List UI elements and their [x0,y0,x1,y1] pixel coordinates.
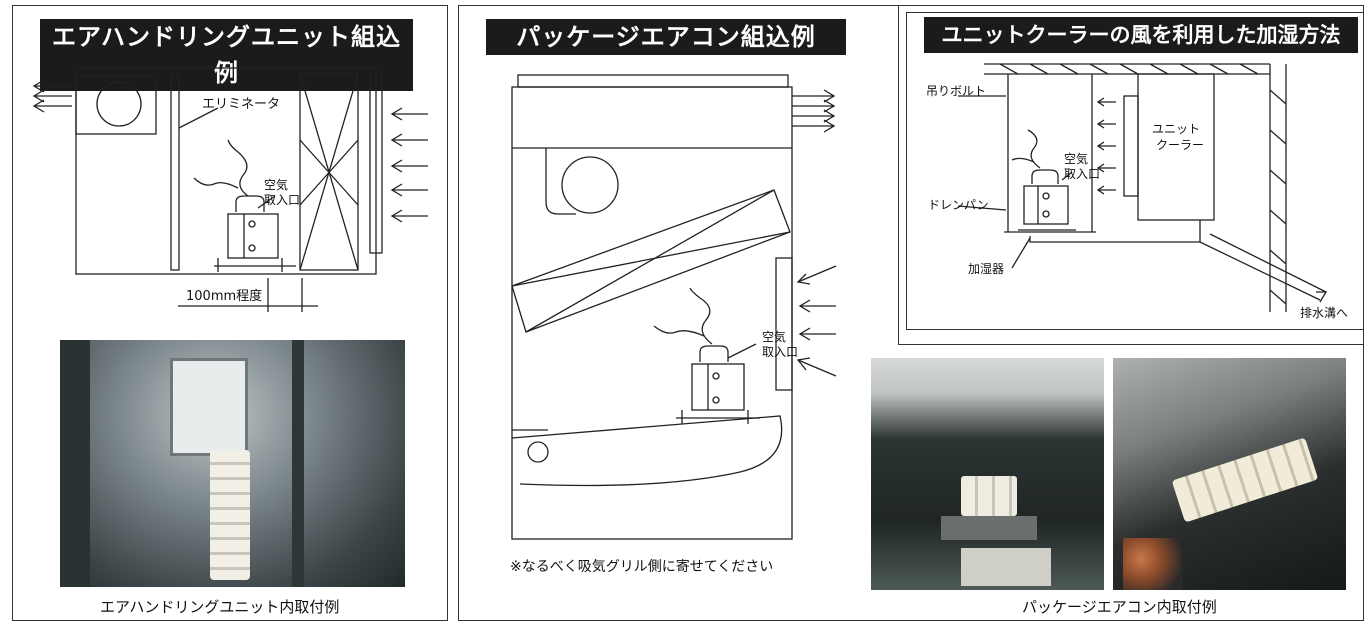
uc-air-intake-label-2: 取入口 [1064,167,1101,181]
ahu-photo-window [170,358,248,456]
humidifier-label: 加湿器 [968,262,1005,276]
ahu-air-intake-label-1: 空気 [264,178,289,192]
drain-pan-label: ドレンパン [928,198,989,212]
package-note: ※なるべく吸気グリル側に寄せてください [510,559,774,575]
package-photo-right-humidifier [1171,437,1319,523]
ahu-photo-humidifier [210,450,250,580]
package-air-intake-label-1: 空気 [762,330,787,344]
package-photo-left [871,358,1104,590]
package-photo-right-pipes [1123,538,1183,590]
ahu-photo [60,340,405,587]
unit-cooler-title: ユニットクーラーの風を利用した加湿方法 [924,17,1358,53]
ahu-photo-right-wall [292,340,304,587]
package-title: パッケージエアコン組込例 [486,19,846,55]
package-photo-left-humidifier [961,476,1017,516]
ahu-air-intake-label-2: 取入口 [264,193,301,207]
eliminator-label: エリミネータ [202,97,281,112]
hanging-bolt-label: 吊りボルト [926,84,987,98]
package-photo-left-base [941,516,1037,540]
ahu-title: エアハンドリングユニット組込例 [40,19,413,91]
unit-cooler-inner-panel [906,12,1364,330]
unit-cooler-label-2: クーラー [1156,138,1205,152]
package-air-intake-label-2: 取入口 [762,345,799,359]
dimension-label: 100mm程度 [186,289,263,304]
package-photo-left-label [961,548,1051,586]
unit-cooler-label-1: ユニット [1152,122,1201,136]
ahu-photo-frame [60,340,90,587]
package-photo-right [1113,358,1346,590]
ahu-caption: エアハンドリングユニット内取付例 [100,598,340,616]
uc-air-intake-label-1: 空気 [1064,152,1089,166]
package-caption: パッケージエアコン内取付例 [1022,598,1217,616]
to-drain-label: 排水溝へ [1300,306,1349,320]
